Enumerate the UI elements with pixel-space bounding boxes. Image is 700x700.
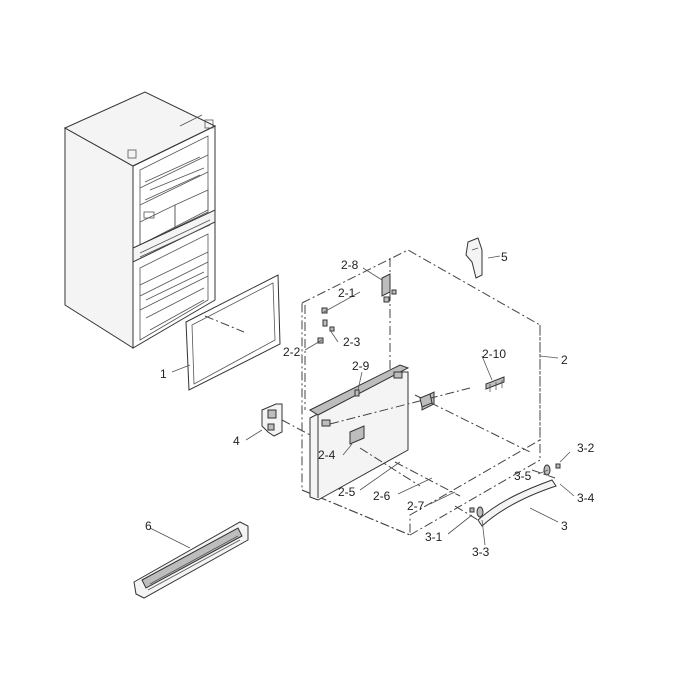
leader-lines [149, 255, 575, 549]
clip-set [485, 376, 505, 392]
drawer-bin [133, 521, 249, 599]
label-2-3: 2-3 [343, 335, 361, 349]
label-3-5: 3-5 [514, 469, 532, 483]
label-6: 6 [145, 519, 152, 533]
label-3-1: 3-1 [425, 530, 443, 544]
label-2-8: 2-8 [341, 258, 359, 272]
label-2-2: 2-2 [283, 345, 301, 359]
label-2-7: 2-7 [407, 499, 425, 513]
drawer-front-panel [308, 364, 471, 501]
label-3-3: 3-3 [472, 545, 490, 559]
label-3-2: 3-2 [577, 441, 595, 455]
label-4: 4 [233, 434, 240, 448]
drawer-rails [359, 393, 531, 497]
drawer-handle [454, 463, 561, 527]
label-5: 5 [501, 250, 508, 264]
label-2-10: 2-10 [482, 347, 506, 361]
label-2-4: 2-4 [318, 448, 336, 462]
label-2-1: 2-1 [338, 286, 356, 300]
door-gasket [185, 274, 281, 391]
label-1: 1 [160, 367, 167, 381]
callout-labels: 1 2 2-1 2-2 2-3 2-4 2-5 2-6 2-7 2-8 2-9 … [145, 250, 595, 559]
label-2: 2 [561, 353, 568, 367]
label-3-4: 3-4 [577, 491, 595, 505]
left-bracket [261, 403, 313, 437]
label-2-6: 2-6 [373, 489, 391, 503]
right-bracket [465, 237, 483, 279]
refrigerator-cabinet [63, 91, 217, 349]
label-3: 3 [561, 519, 568, 533]
label-2-5: 2-5 [338, 485, 356, 499]
label-2-9: 2-9 [352, 359, 370, 373]
